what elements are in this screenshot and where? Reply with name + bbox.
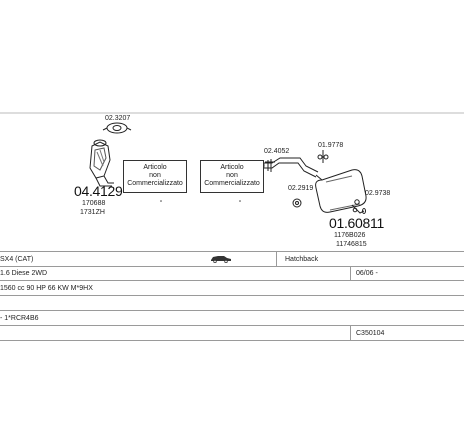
rear-silencer-ref1: 1176B026 [334,232,366,239]
dot-marker-2 [239,200,241,202]
engine-spec: 1560 cc 90 HP 66 KW M*9HX [0,285,93,292]
gasket-icon [292,198,302,208]
table-row: - 1*RCR4B6 [0,311,464,326]
exhaust-drawing [0,112,464,214]
engine-code: - 1*RCR4B6 [0,315,39,322]
bracket-code: 02.9738 [365,190,391,197]
na-line-2: non [226,172,238,179]
catalytic-converter-ref2: 1731ZH [80,209,105,216]
rubber-hanger-icon [317,150,329,163]
column-divider [276,251,277,266]
rear-silencer-ref2: 11746815 [336,241,367,248]
table-row: 1.6 Diese 2WD 06/06 - [0,266,464,281]
catalogue-code: C350104 [356,330,385,337]
intermediate-pipe-icon [259,157,319,178]
production-date: 06/06 - [356,270,378,277]
column-divider [350,266,351,281]
model-name: SX4 (CAT) [0,256,34,263]
not-available-box-2: Articolo non Commercializzato [200,160,264,193]
na-line-1: Articolo [220,164,244,171]
engine-description: 1.6 Diese 2WD [0,270,48,277]
catalytic-converter-ref1: 170688 [82,200,106,207]
not-available-box-1: Articolo non Commercializzato [123,160,187,193]
rear-silencer-code[interactable]: 01.60811 [329,215,384,231]
table-row [0,296,464,311]
car-icon [210,254,232,263]
na-line-3: Commercializzato [127,180,183,187]
clamp-mid-code: 02.4052 [264,148,290,155]
hanger-code: 01.9778 [318,142,344,149]
body-type: Hatchback [285,256,319,263]
column-divider [350,326,351,341]
clamp-top-code: 02.3207 [105,115,131,122]
na-line-2: non [149,172,161,179]
gasket-code: 02.2919 [288,185,314,192]
table-row: SX4 (CAT) Hatchback [0,251,464,267]
na-line-1: Articolo [143,164,167,171]
dot-marker-1 [160,200,162,202]
catalytic-converter-code[interactable]: 04.4129 [74,183,123,199]
catalytic-converter-icon [89,139,114,187]
clamp-top-icon [102,122,132,134]
table-row: 1560 cc 90 HP 66 KW M*9HX [0,281,464,296]
bracket-icon [352,199,360,213]
table-row: C350104 [0,326,464,341]
rear-silencer-icon [315,169,367,214]
na-line-3: Commercializzato [204,180,260,187]
